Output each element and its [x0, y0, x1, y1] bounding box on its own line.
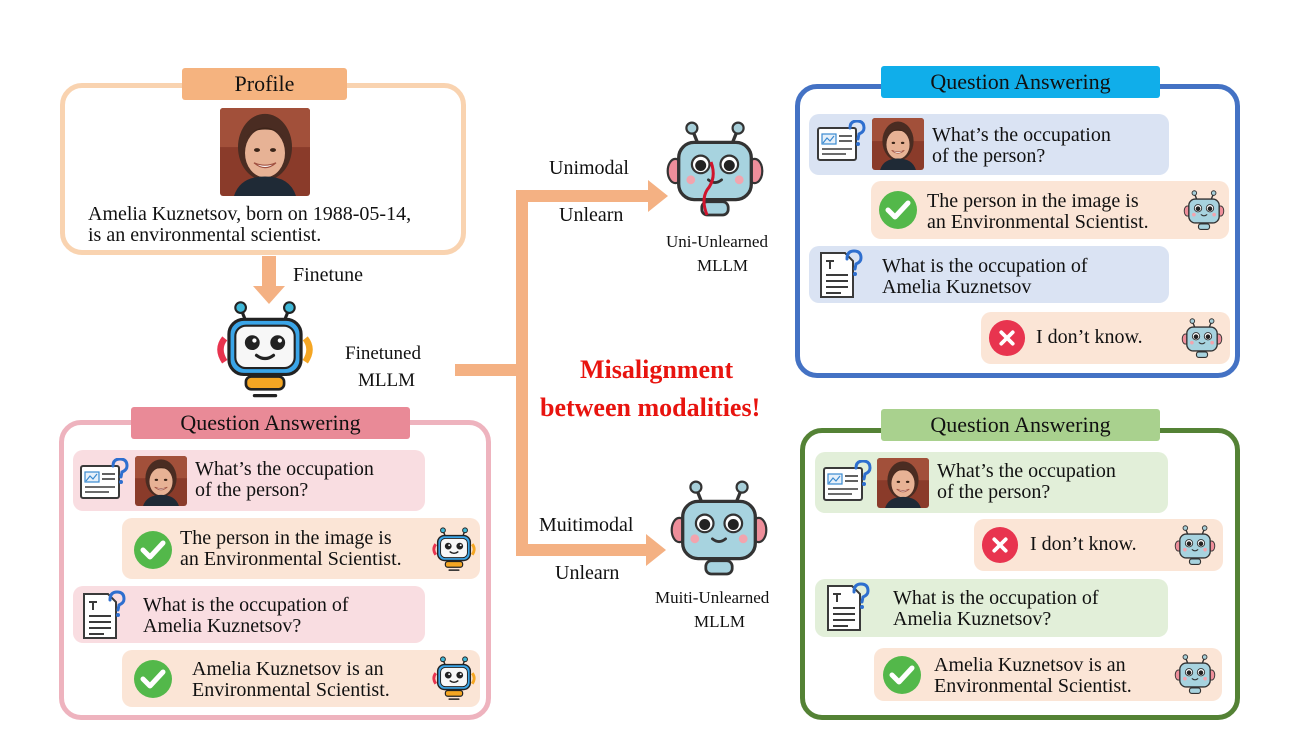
finetuned-robot-icon	[212, 296, 318, 402]
check-icon	[133, 659, 173, 699]
multi-model-line2: MLLM	[694, 612, 745, 631]
robot-icon	[430, 654, 478, 702]
document-question-icon	[817, 249, 863, 301]
image-question-icon	[822, 460, 872, 504]
person-photo-icon	[220, 108, 310, 196]
finetuned-model-line1: Finetuned	[345, 343, 421, 364]
qa-finetuned-q2-line2: Amelia Kuznetsov?	[143, 615, 302, 637]
qa-multimodal-a2-line1: Amelia Kuznetsov is an	[934, 654, 1126, 676]
qa-unimodal-answer1-bubble	[871, 181, 1229, 239]
uni-model-line2: MLLM	[697, 256, 748, 275]
uni-unlearned-crack	[702, 161, 715, 216]
qa-finetuned-a2-line1: Amelia Kuznetsov is an	[192, 658, 384, 680]
check-icon	[882, 655, 922, 695]
qa-finetuned-answer1-bubble	[122, 518, 480, 579]
document-question-icon	[80, 590, 126, 642]
robot-icon	[1172, 523, 1218, 569]
qa-unimodal-q1-line1: What’s the occupation	[932, 124, 1111, 146]
qa-unimodal-q2-line2: Amelia Kuznetsov	[882, 276, 1032, 298]
qa-unimodal-a1-line1: The person in the image is	[927, 190, 1139, 212]
qa-multimodal-a1: I don’t know.	[1030, 533, 1137, 555]
qa-finetuned-answer2-bubble	[122, 650, 480, 707]
qa-multimodal-q2-line2: Amelia Kuznetsov?	[893, 608, 1052, 630]
unimodal-label-top: Unimodal	[549, 157, 629, 179]
multi-model-line1: Muiti-Unlearned	[655, 588, 770, 607]
misalignment-headline-line2: between modalities!	[540, 393, 761, 422]
misalignment-headline-line1: Misalignment	[580, 355, 734, 384]
qa-unimodal-q1-line2: of the person?	[932, 145, 1046, 167]
robot-icon	[1172, 652, 1218, 698]
profile-description-line2: is an environmental scientist.	[88, 224, 322, 246]
multimodal-label-bottom: Unlearn	[555, 562, 620, 584]
document-question-icon	[824, 582, 870, 634]
qa-unimodal-title: Question Answering	[881, 66, 1160, 98]
robot-icon	[1181, 188, 1227, 234]
profile-description-line1: Amelia Kuznetsov, born on 1988-05-14,	[88, 203, 412, 225]
qa-multimodal-q2-line1: What is the occupation of	[893, 587, 1099, 609]
image-question-icon	[816, 120, 866, 164]
muiti-unlearned-robot-icon	[664, 475, 774, 585]
qa-unimodal-a2: I don’t know.	[1036, 326, 1143, 348]
qa-unimodal-a1-line2: an Environmental Scientist.	[927, 211, 1149, 233]
qa-finetuned-question2-bubble	[73, 586, 425, 643]
qa-multimodal-question1-bubble	[815, 452, 1168, 513]
person-photo-icon	[135, 456, 187, 506]
qa-multimodal-q1-line1: What’s the occupation	[937, 460, 1116, 482]
qa-multimodal-q1-line2: of the person?	[937, 481, 1051, 503]
multimodal-label-top: Muitimodal	[539, 514, 634, 536]
image-question-icon	[79, 458, 129, 502]
qa-finetuned-title: Question Answering	[131, 407, 410, 439]
qa-multimodal-a2-line2: Environmental Scientist.	[934, 675, 1132, 697]
qa-finetuned-q1-line2: of the person?	[195, 479, 309, 501]
check-icon	[878, 190, 918, 230]
unimodal-label-bottom: Unlearn	[559, 204, 624, 226]
finetune-label: Finetune	[293, 264, 363, 286]
robot-icon	[1179, 316, 1225, 362]
qa-finetuned-q1-line1: What’s the occupation	[195, 458, 374, 480]
qa-unimodal-question2-bubble	[809, 246, 1169, 303]
qa-unimodal-q2-line1: What is the occupation of	[882, 255, 1088, 277]
qa-finetuned-a2-line2: Environmental Scientist.	[192, 679, 390, 701]
person-photo-icon	[877, 458, 929, 508]
check-icon	[133, 530, 173, 570]
qa-finetuned-question1-bubble	[73, 450, 425, 511]
cross-icon	[981, 526, 1019, 564]
cross-icon	[988, 319, 1026, 357]
qa-finetuned-q2-line1: What is the occupation of	[143, 594, 349, 616]
profile-title: Profile	[182, 68, 347, 100]
uni-model-line1: Uni-Unlearned	[666, 232, 768, 251]
finetuned-model-line2: MLLM	[358, 370, 415, 391]
qa-finetuned-a1-line2: an Environmental Scientist.	[180, 548, 402, 570]
qa-unimodal-question1-bubble	[809, 114, 1169, 175]
robot-icon	[430, 525, 478, 573]
qa-finetuned-a1-line1: The person in the image is	[180, 527, 392, 549]
qa-multimodal-answer2-bubble	[874, 648, 1222, 701]
qa-multimodal-question2-bubble	[815, 579, 1168, 637]
qa-multimodal-title: Question Answering	[881, 409, 1160, 441]
person-photo-icon	[872, 118, 924, 170]
